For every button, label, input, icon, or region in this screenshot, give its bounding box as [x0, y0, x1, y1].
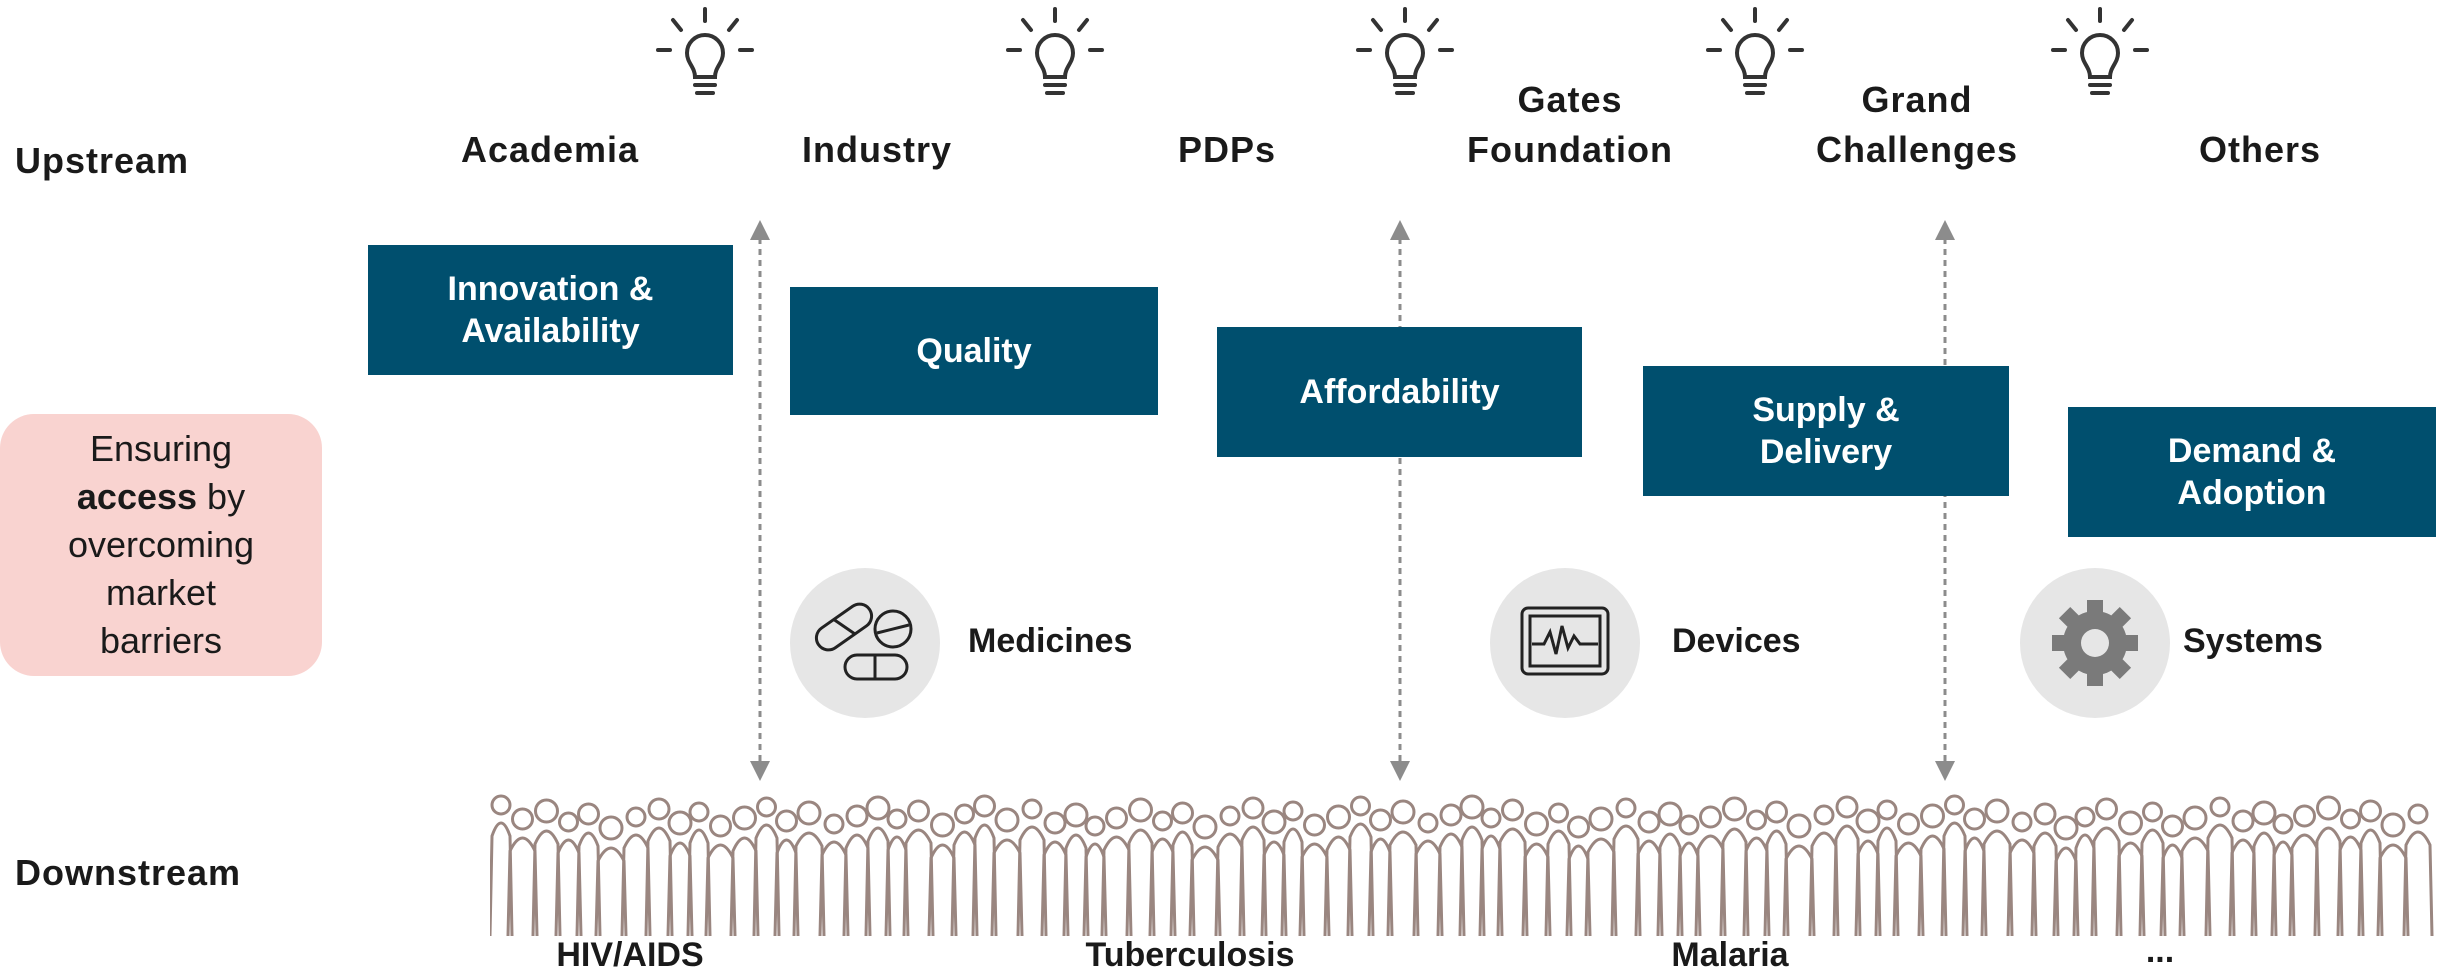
barrier-line1: Quality	[916, 332, 1032, 370]
actor-others: Others	[2110, 75, 2410, 175]
lightbulb-icon	[656, 7, 754, 95]
barrier-supply-delivery: Supply & Delivery	[1643, 366, 2009, 496]
barrier-line1: Demand &	[2167, 432, 2337, 470]
actor-line1	[1077, 75, 1377, 125]
person-figure	[971, 794, 998, 936]
barrier-line2: Adoption	[2177, 474, 2327, 512]
actor-line2: PDPs	[1177, 129, 1277, 170]
actor-line1: Gates	[1517, 79, 1623, 120]
person-figure	[1610, 797, 1642, 936]
person-figure	[1656, 801, 1684, 936]
product-systems: Systems	[2183, 622, 2323, 660]
person-figure	[1169, 801, 1196, 936]
barrier-affordability: Affordability	[1217, 327, 1582, 457]
access-line5: barriers	[99, 620, 223, 661]
barrier-demand-adoption: Demand & Adoption	[2068, 407, 2436, 537]
disease-malaria: Malaria	[1671, 936, 1789, 974]
person-figure	[2250, 800, 2278, 936]
person-figure	[2090, 797, 2123, 936]
product-devices: Devices	[1672, 622, 1801, 660]
barrier-quality: Quality	[790, 287, 1158, 415]
actor-line1	[727, 75, 1027, 125]
person-figure	[1544, 802, 1573, 936]
disease-hiv-aids: HIV/AIDS	[556, 936, 704, 974]
barrier-line2: Delivery	[1759, 433, 1893, 471]
flow-arrow	[1935, 220, 1955, 781]
barrier-innovation-availability: Innovation & Availability	[368, 245, 733, 375]
monitor-icon	[1490, 568, 1640, 718]
barrier-line1: Supply &	[1752, 391, 1900, 429]
pills-icon	[790, 568, 940, 718]
person-figure	[2030, 802, 2060, 936]
person-figure	[1940, 794, 1969, 936]
person-figure	[2204, 796, 2236, 936]
person-figure	[575, 802, 602, 936]
barrier-line1: Affordability	[1299, 373, 1500, 411]
person-figure	[1763, 800, 1790, 936]
gear-icon	[2020, 568, 2170, 718]
access-after: by	[197, 476, 246, 517]
person-figure	[902, 799, 935, 936]
actor-line2: Academia	[460, 129, 640, 170]
person-figure	[1832, 795, 1862, 936]
person-figure	[1016, 798, 1048, 936]
person-figure	[2138, 801, 2167, 936]
actor-line2: Challenges	[1815, 129, 2019, 170]
person-figure	[1062, 802, 1090, 936]
access-line3: overcoming	[67, 524, 255, 565]
actor-gates-foundation: Gates Foundation	[1420, 75, 1720, 175]
person-figure	[1386, 799, 1420, 936]
person-figure	[644, 797, 674, 936]
actor-line1	[2110, 75, 2410, 125]
upstream-label: Upstream	[15, 140, 190, 181]
access-line1: Ensuring	[89, 428, 233, 469]
actor-line1	[400, 75, 700, 125]
person-figure	[1280, 800, 1306, 936]
lightbulb-icon	[1356, 7, 1454, 95]
disease-tuberculosis: Tuberculosis	[1085, 936, 1295, 974]
actor-line2: Foundation	[1467, 129, 1673, 170]
person-figure	[1980, 798, 2014, 936]
lightbulb-icon	[2051, 7, 2149, 95]
actor-grand-challenges: Grand Challenges	[1767, 75, 2067, 175]
disease-more: ...	[2145, 932, 2175, 970]
actor-industry: Industry	[727, 75, 1027, 175]
access-bold: access	[76, 476, 198, 517]
flow-arrow	[750, 220, 770, 781]
person-figure	[2313, 795, 2344, 936]
person-figure	[1125, 797, 1156, 936]
person-figure	[1874, 799, 1900, 936]
barrier-line2: Availability	[461, 312, 640, 350]
actor-pdps: PDPs	[1077, 75, 1377, 175]
access-callout: Ensuring access by overcoming market bar…	[0, 414, 322, 676]
access-line4: market	[105, 572, 217, 613]
person-figure	[686, 801, 712, 936]
crowd-illustration	[490, 794, 2434, 936]
product-medicines: Medicines	[968, 622, 1133, 660]
person-figure	[1719, 796, 1750, 936]
person-figure	[490, 794, 514, 936]
lightbulb-icon	[1706, 7, 1804, 95]
person-figure	[1496, 798, 1529, 936]
downstream-label: Downstream	[15, 852, 242, 893]
person-figure	[864, 795, 892, 936]
person-figure	[2402, 803, 2434, 936]
person-figure	[792, 800, 826, 936]
lightbulb-icon	[1006, 7, 1104, 95]
flow-arrow	[1390, 220, 1410, 781]
person-figure	[1458, 794, 1486, 936]
person-figure	[752, 796, 781, 936]
actor-academia: Academia	[400, 75, 700, 175]
actor-line2: Others	[2198, 129, 2322, 170]
person-figure	[1346, 795, 1375, 936]
person-figure	[2357, 799, 2384, 936]
person-figure	[531, 798, 562, 936]
person-figure	[1238, 796, 1268, 936]
barrier-line1: Innovation &	[447, 270, 654, 308]
actor-line1: Grand	[1861, 79, 1973, 120]
actor-line2: Industry	[801, 129, 952, 170]
